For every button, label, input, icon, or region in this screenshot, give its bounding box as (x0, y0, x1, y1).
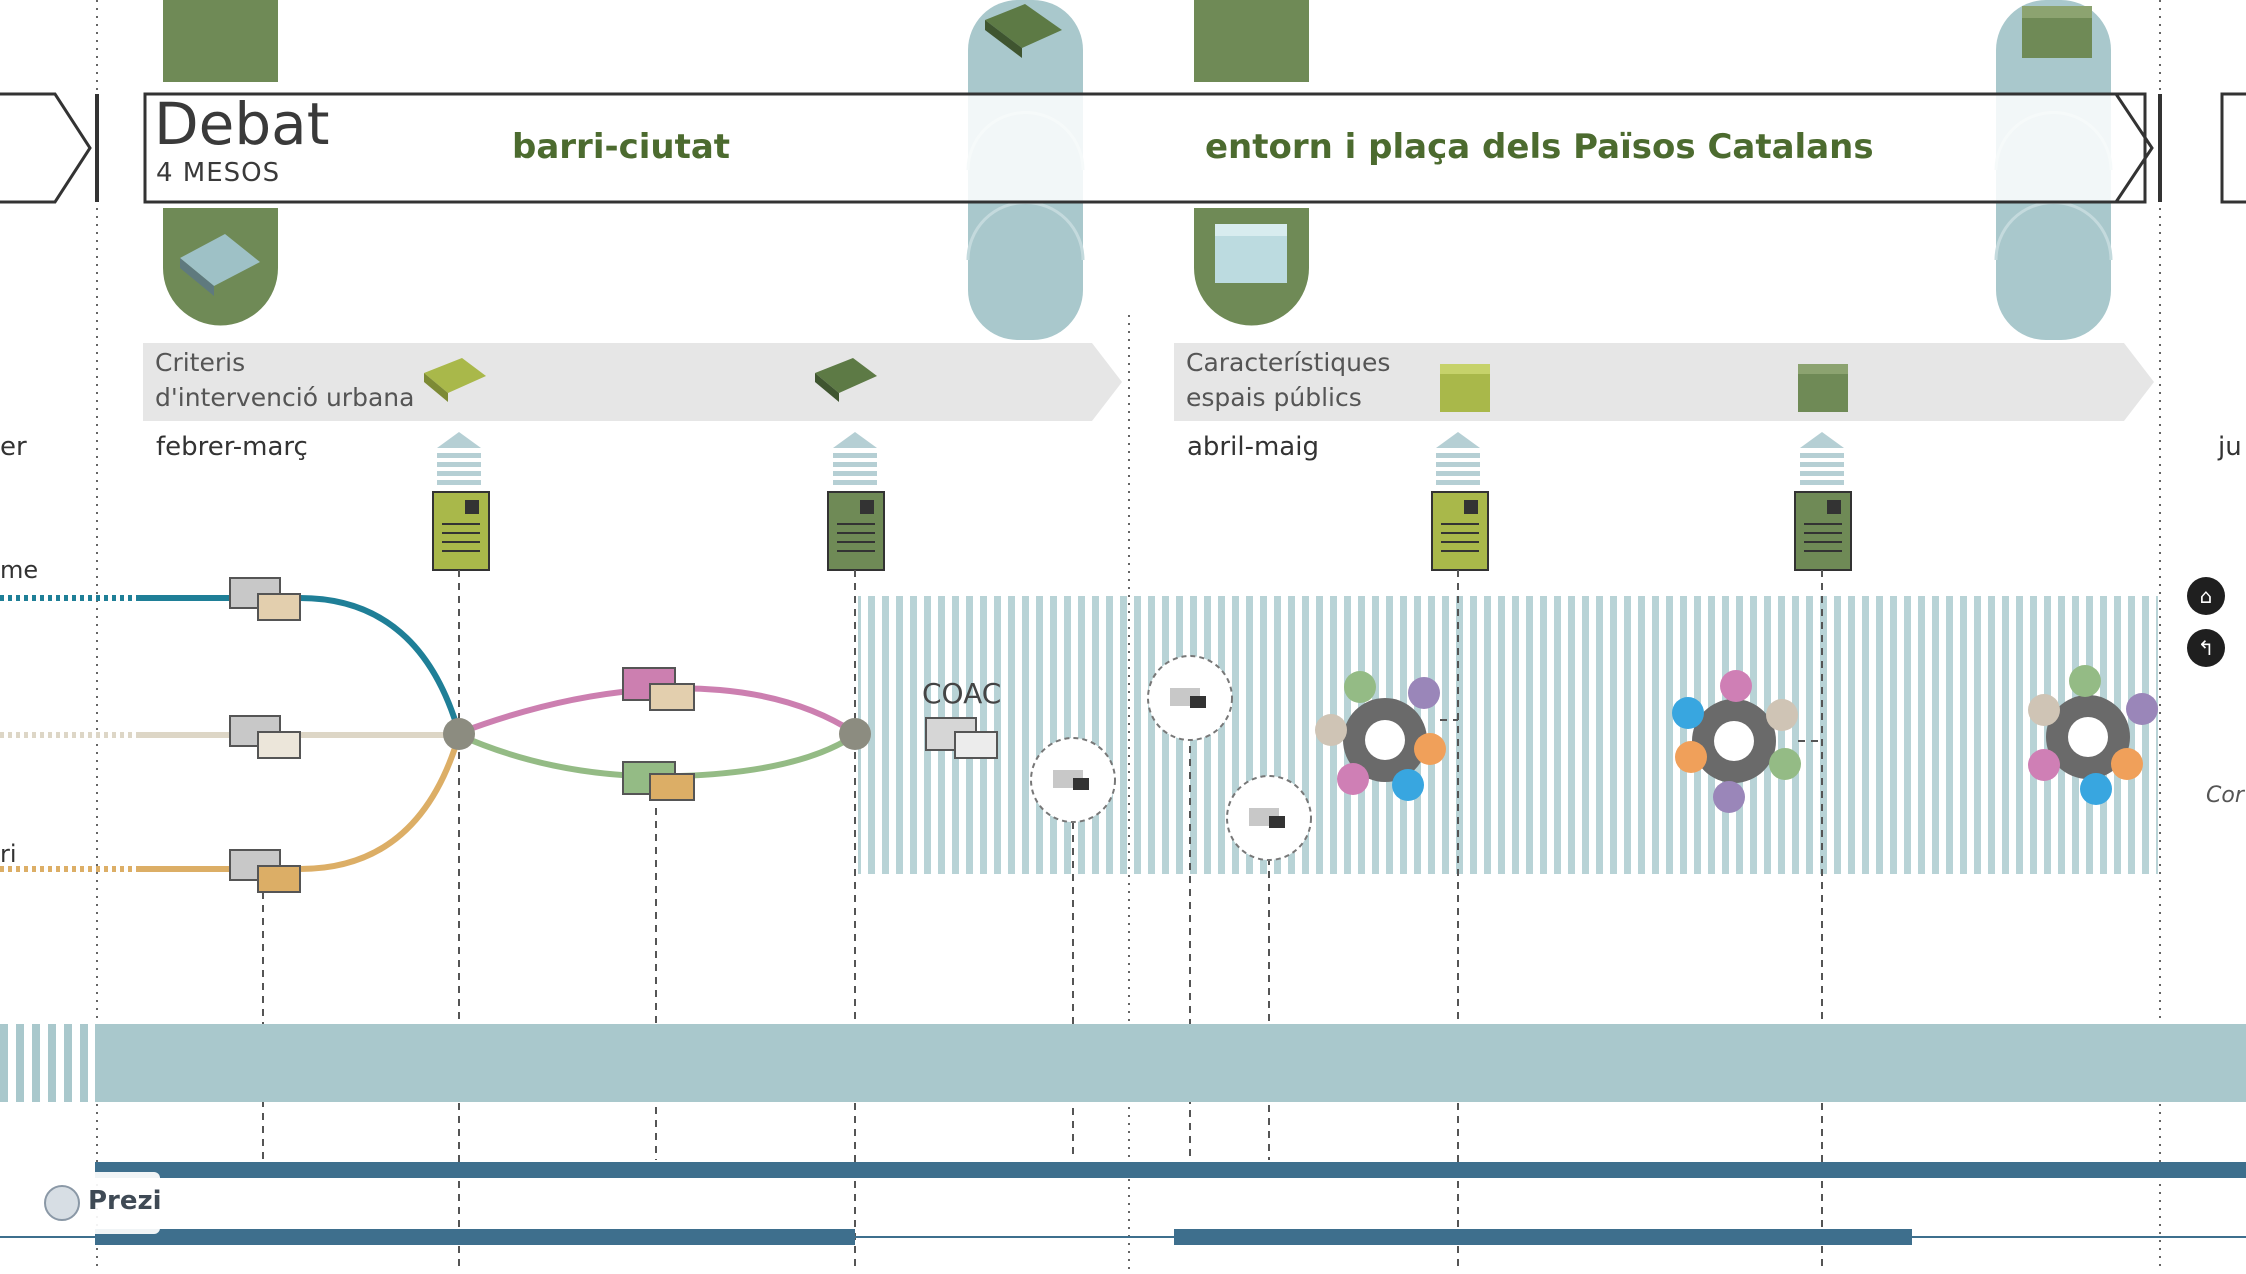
bottom-teal-band (95, 1024, 2246, 1102)
prev-phase-edge (0, 92, 92, 204)
prezi-badge[interactable]: Prezi (36, 1172, 162, 1234)
prezi-label: Prezi (88, 1186, 162, 1216)
speech-bubble-icon (622, 761, 695, 801)
book-icon (985, 4, 1062, 58)
theme-title: barri-ciutat (512, 127, 731, 167)
topic-band-2 (1174, 343, 2154, 421)
speech-bubble-icon (229, 577, 301, 621)
speech-bubble-icon (229, 715, 301, 759)
prezi-logo-icon (44, 1185, 80, 1221)
next-phase-edge (2220, 92, 2246, 204)
phase-header-bar (143, 92, 2147, 204)
topic-band-label-line: Criteris (155, 348, 246, 377)
topic-band-label-line: espais públics (1186, 383, 1362, 412)
phase-header-arrow (2114, 93, 2154, 203)
book-icon (180, 234, 260, 296)
gear-workshop-icon (1672, 670, 1801, 813)
phase-duration: 4 MESOS (156, 158, 281, 188)
timeline-segment-1 (95, 1229, 855, 1245)
document-icon (1794, 491, 1852, 571)
chat-circle-icon (1030, 737, 1116, 823)
toolbox-icon (1440, 364, 1490, 412)
timeline-segment-2 (1174, 1229, 1912, 1245)
arrow-up-icon (1800, 432, 1844, 485)
bottom-blue-rail (95, 1162, 2246, 1178)
document-icon (432, 491, 490, 571)
toolbox-icon (1798, 364, 1848, 412)
book-icon (815, 358, 877, 402)
junction-node (839, 718, 871, 750)
phase-title: Debat (154, 90, 330, 158)
junction-node (443, 718, 475, 750)
edge-row-label: me (0, 556, 39, 584)
document-icon (1431, 491, 1489, 571)
edge-note-right: Cor (2206, 783, 2244, 808)
arrow-up-icon (1436, 432, 1480, 485)
speech-bubble-icon (925, 717, 998, 759)
bottom-stripes-left (0, 1024, 88, 1102)
coac-label: COAC (922, 677, 1002, 710)
topic-band-label-line: d'intervenció urbana (155, 383, 415, 412)
gear-workshop-icon (2028, 665, 2158, 805)
topic-band-1 (143, 343, 1122, 421)
back-icon[interactable]: ↰ (2187, 629, 2225, 667)
theme-title: entorn i plaça dels Països Catalans (1205, 127, 1874, 167)
period-label: febrer-març (156, 432, 308, 462)
toolbox-icon (2022, 6, 2092, 58)
arrow-up-icon (833, 432, 877, 485)
home-icon[interactable]: ⌂ (2187, 577, 2225, 615)
participation-zone (858, 596, 2158, 874)
edge-row-label: ri (0, 840, 17, 868)
period-label: abril-maig (1187, 432, 1319, 462)
gear-workshop-icon (1315, 671, 1446, 801)
edge-period-right: ju (2218, 432, 2242, 462)
speech-bubble-icon (229, 849, 301, 893)
arrow-up-icon (437, 432, 481, 485)
speech-bubble-icon (622, 667, 695, 711)
toolbox-icon (1215, 224, 1287, 283)
debate-loop-upper (457, 685, 857, 736)
book-icon (424, 358, 486, 402)
topic-band-label: Característiques espais públics (1186, 345, 1390, 415)
topic-band-label-line: Característiques (1186, 348, 1391, 377)
chat-circle-icon (1147, 655, 1233, 741)
topic-band-label: Criteris d'intervenció urbana (155, 345, 414, 415)
chat-circle-icon (1226, 775, 1312, 861)
edge-period-left: er (0, 432, 27, 462)
document-icon (827, 491, 885, 571)
